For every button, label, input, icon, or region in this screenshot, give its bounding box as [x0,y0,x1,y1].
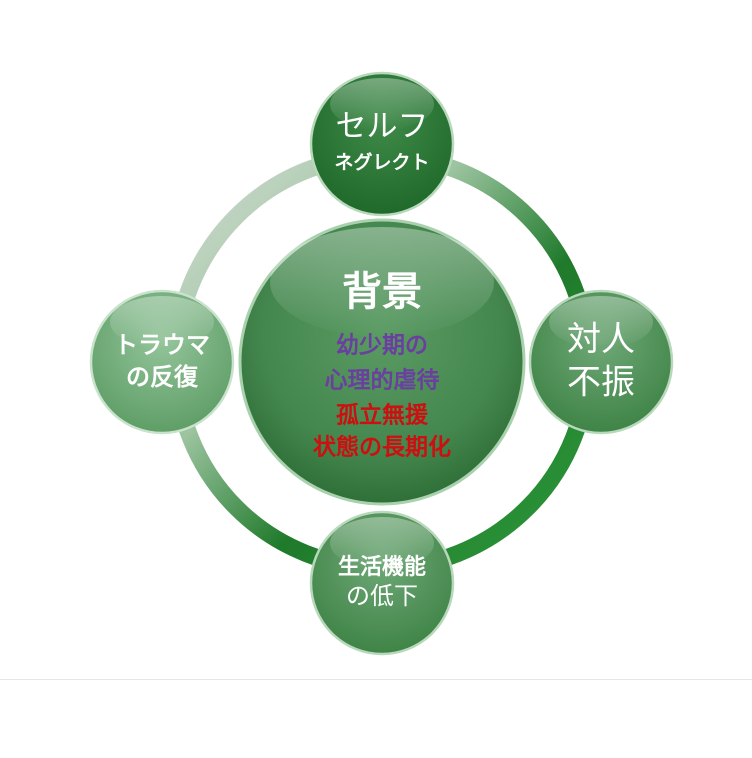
node-bottom-line1: 生活機能 [338,554,426,580]
node-life-function: 生活機能 の低下 [309,510,455,656]
center-title: 背景 [342,269,422,315]
node-top-line1: セルフ [336,109,429,145]
node-right-line2: 不振 [567,363,635,403]
center-line4: 状態の長期化 [313,434,451,461]
node-top-line2: ネグレクト [334,151,429,174]
node-trauma: トラウマ の反復 [89,289,235,435]
bottom-divider [0,679,752,680]
node-left-line2: の反復 [126,363,199,391]
node-right-line1: 対人 [567,320,635,360]
center-line2: 心理的虐待 [325,367,440,394]
node-self-neglect: セルフ ネグレクト [309,71,455,217]
node-interpersonal: 対人 不振 [528,289,674,435]
center-line3: 孤立無援 [336,402,429,429]
center-line1: 幼少期の [336,332,428,359]
center-circle: 背景 幼少期の 心理的虐待 孤立無援 状態の長期化 [238,218,526,506]
node-left-line1: トラウマ [114,331,210,359]
node-bottom-line2: の低下 [346,582,418,610]
